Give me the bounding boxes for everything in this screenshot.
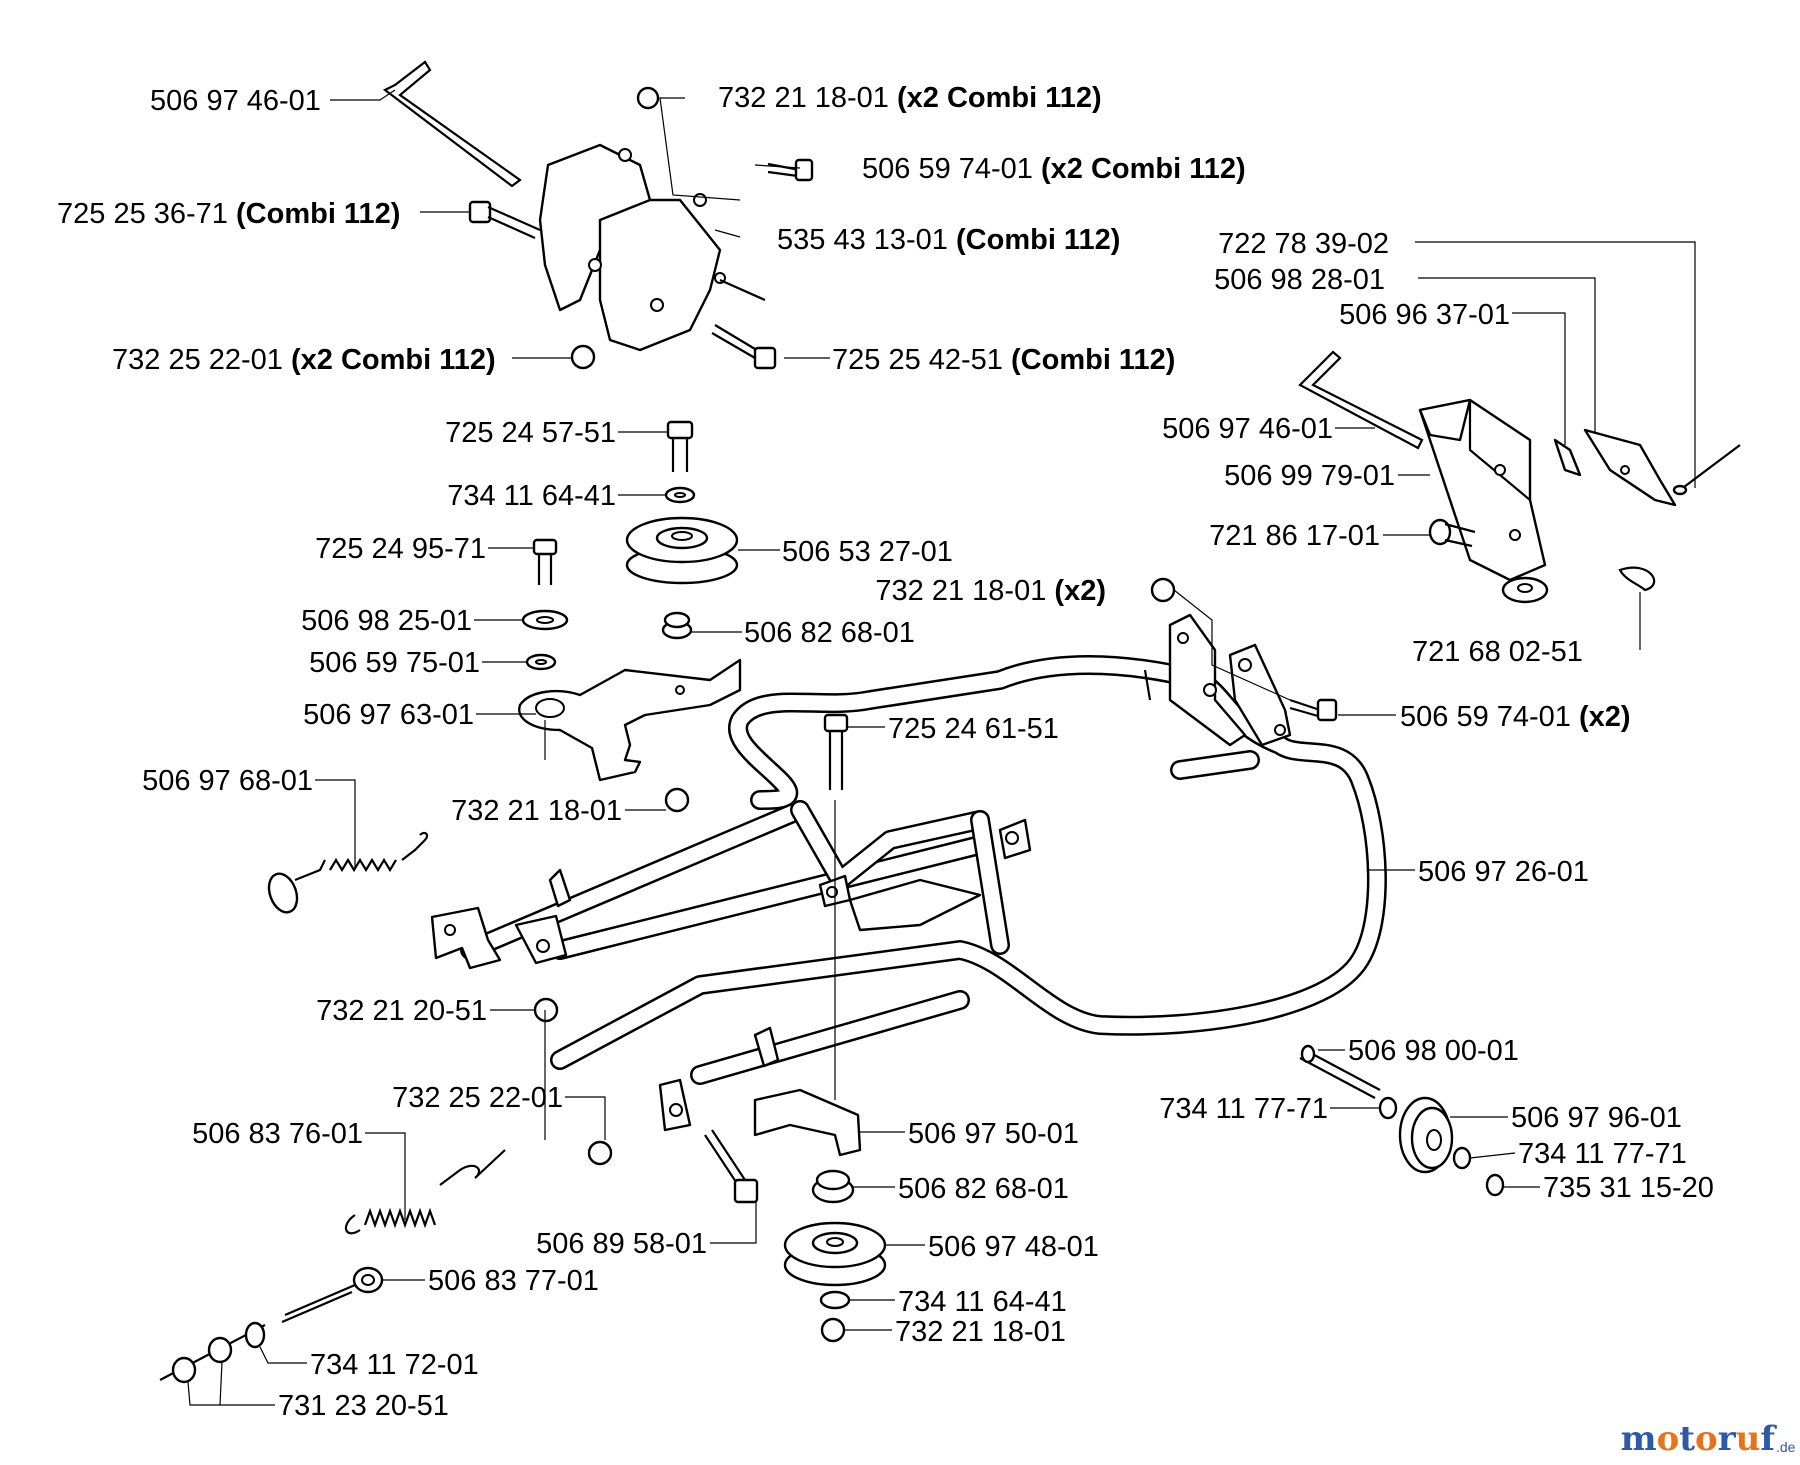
motoruf-logo: motoruf .de <box>1621 1419 1796 1459</box>
nut-732-21-18-right <box>1150 577 1176 603</box>
part-label: 506 59 75-01 <box>309 647 480 679</box>
nut-732-21-18-top <box>636 86 660 110</box>
nut-732-25-22-lower <box>587 1140 613 1166</box>
pin-722-78-39 <box>1672 444 1741 496</box>
part-label: 734 11 64-41 <box>447 480 616 512</box>
part-label: 506 82 68-01 <box>898 1173 1069 1205</box>
bolt-725-24-57 <box>666 420 694 472</box>
part-label: 732 21 18-01 (x2 Combi 112) <box>718 82 1102 114</box>
bracket-506-97-50 <box>753 1088 862 1157</box>
part-label: 506 59 74-01 (x2) <box>1400 701 1631 733</box>
clip-506-96-37 <box>1553 438 1582 477</box>
pedal-bracket-506-99-79 <box>1418 398 1549 604</box>
part-label: 506 59 74-01 (x2 Combi 112) <box>862 153 1246 185</box>
part-label: 725 25 42-51 (Combi 112) <box>832 344 1175 376</box>
logo-suffix: .de <box>1776 1439 1796 1455</box>
part-label: 506 97 46-01 <box>150 85 321 117</box>
part-label: 506 98 00-01 <box>1348 1035 1519 1067</box>
spring-506-97-68 <box>267 831 429 914</box>
washer-734-11-77-a <box>1378 1096 1398 1120</box>
part-label: 506 97 26-01 <box>1418 856 1589 888</box>
part-label: 506 97 96-01 <box>1511 1102 1682 1134</box>
part-label: 725 24 95-71 <box>315 533 486 565</box>
part-label: 506 89 58-01 <box>536 1228 707 1260</box>
part-label: 732 21 18-01 (x2) <box>875 575 1106 607</box>
part-label: 506 99 79-01 <box>1224 460 1395 492</box>
nut-732-25-22-top <box>570 344 596 370</box>
bushing-506-82-68-top <box>661 611 693 640</box>
part-label: 506 96 37-01 <box>1339 299 1510 331</box>
pivot-plate <box>538 143 766 352</box>
bolt-506-59-74-right <box>1289 698 1338 722</box>
washer-734-11-64-top <box>664 486 696 504</box>
parts-drawing <box>159 60 1741 1384</box>
part-label: 506 82 68-01 <box>744 617 915 649</box>
bolt-725-25-36 <box>468 200 541 240</box>
washer-734-11-77-b <box>1452 1146 1472 1170</box>
part-label: 732 21 18-01 <box>895 1316 1066 1348</box>
part-label: 725 24 61-51 <box>888 713 1059 745</box>
part-label: 506 83 77-01 <box>428 1265 599 1297</box>
bolt-506-59-74-top <box>767 158 814 182</box>
lever-rod-top <box>382 60 522 188</box>
part-label: 732 25 22-01 <box>392 1082 563 1114</box>
washer-506-59-75 <box>525 653 557 671</box>
shaft-506-98-00 <box>1299 1044 1381 1099</box>
logo-text: motoruf <box>1621 1419 1778 1459</box>
bolt-506-89-58 <box>704 1129 759 1204</box>
part-label: 734 11 64-41 <box>898 1286 1067 1318</box>
part-label: 721 86 17-01 <box>1209 520 1380 552</box>
nut-731-23-20-b <box>171 1356 197 1384</box>
washer-734-11-72 <box>244 1321 266 1349</box>
part-label: 506 98 28-01 <box>1214 264 1385 296</box>
wheel-506-97-96 <box>1398 1096 1454 1174</box>
part-label: 506 97 50-01 <box>908 1118 1079 1150</box>
nut-731-23-20-a <box>207 1336 233 1364</box>
part-label: 735 31 15-20 <box>1543 1172 1714 1204</box>
pin-721-86-17 <box>1428 518 1476 548</box>
part-label: 506 97 48-01 <box>928 1231 1099 1263</box>
part-label: 721 68 02-51 <box>1412 636 1583 668</box>
leader-lines <box>187 89 1696 1406</box>
part-label: 506 53 27-01 <box>782 536 953 568</box>
part-label: 732 21 20-51 <box>316 995 487 1027</box>
cotter-721-68-02 <box>1618 566 1656 592</box>
part-label: 725 25 36-71 (Combi 112) <box>57 198 400 230</box>
bushing-506-82-68-lower <box>811 1169 855 1204</box>
part-labels: 506 97 46-01 732 21 18-01 (x2 Combi 112)… <box>57 82 1714 1422</box>
rear-bracket <box>1143 613 1292 747</box>
part-label: 506 98 25-01 <box>301 605 472 637</box>
washer-506-98-25 <box>521 609 569 631</box>
part-label: 734 11 77-71 <box>1518 1138 1687 1170</box>
clip-735-31-15 <box>1485 1173 1505 1197</box>
part-label: 722 78 39-02 <box>1218 228 1389 260</box>
tension-arm <box>518 658 742 782</box>
part-label: 506 97 63-01 <box>303 699 474 731</box>
bolt-725-25-42 <box>711 324 777 370</box>
nut-732-21-18-lower <box>820 1317 846 1343</box>
lever-rod-right <box>1298 350 1424 450</box>
part-label: 734 11 77-71 <box>1159 1093 1328 1125</box>
pulley-506-97-48 <box>783 1221 887 1287</box>
part-label: 731 23 20-51 <box>278 1390 449 1422</box>
pulley-506-53-27 <box>625 516 739 585</box>
bolt-725-24-61 <box>823 713 849 790</box>
nut-732-21-20 <box>533 997 559 1023</box>
part-label: 725 24 57-51 <box>445 417 616 449</box>
spring-506-83-76 <box>344 1149 506 1235</box>
part-label: 506 97 68-01 <box>142 765 313 797</box>
part-label: 535 43 13-01 (Combi 112) <box>777 224 1120 256</box>
part-label: 506 97 46-01 <box>1162 413 1333 445</box>
part-label: 732 25 22-01 (x2 Combi 112) <box>112 344 496 376</box>
part-label: 734 11 72-01 <box>310 1349 479 1381</box>
part-label: 506 83 76-01 <box>192 1118 363 1150</box>
nut-732-21-18-center <box>664 787 690 813</box>
frame-tube <box>550 655 1387 1070</box>
plate-506-98-28 <box>1583 428 1677 507</box>
part-label: 732 21 18-01 <box>451 795 622 827</box>
bolt-725-24-95 <box>532 538 558 585</box>
washer-734-11-64-lower <box>819 1290 851 1310</box>
